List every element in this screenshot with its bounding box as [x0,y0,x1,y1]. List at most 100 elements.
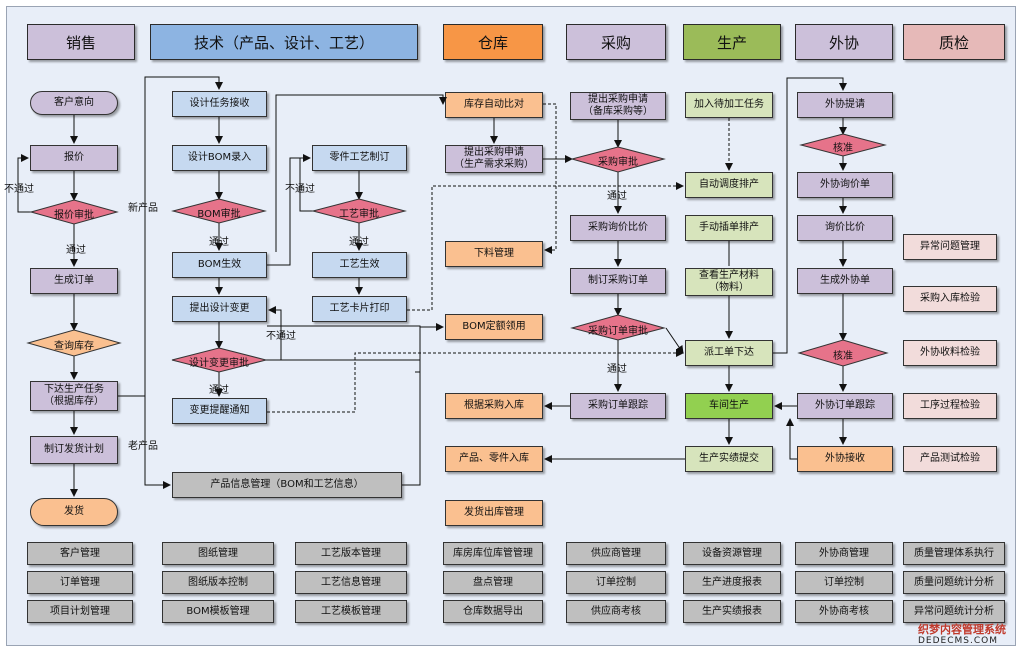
node-os-tracking: 外协订单跟踪 [797,393,893,419]
label-change-approval: 设计变更审批 [189,358,249,369]
module-tech-b-2: 工艺信息管理 [295,571,407,594]
module-quality-2: 质量问题统计分析 [903,571,1005,594]
diamond-bom-approval [171,198,267,224]
module-quality-1: 质量管理体系执行 [903,542,1005,565]
node-issue-production: 下达生产任务 （根据库存） [30,381,118,411]
edge-label-pass-quote: 通过 [66,245,86,256]
module-production-1: 设备资源管理 [683,542,781,565]
module-outsource-3: 外协商考核 [795,600,893,623]
node-exception: 异常问题管理 [903,234,997,260]
node-change-notice: 变更提醒通知 [172,398,267,424]
hexagon-check-inventory [26,329,122,357]
label-process-approval: 工艺审批 [339,209,379,220]
module-warehouse-2: 盘点管理 [443,571,543,594]
edge-bom-to-stock [275,94,447,252]
module-outsource-1: 外协商管理 [795,542,893,565]
lane-header-outsource: 外协 [795,24,893,60]
edge-notice-dispatch [267,349,684,413]
lane-header-tech: 技术（产品、设计、工艺） [150,24,418,60]
node-customer-intent: 客户意向 [30,91,118,115]
label-os-approve-1: 核准 [833,143,853,154]
edge-process-reject [299,158,316,212]
node-os-request: 外协提请 [797,92,893,118]
edge-po-dispatch [665,327,684,354]
edge-bom-quota-link [267,325,421,373]
module-tech-a-2: 图纸版本控制 [162,571,274,594]
module-outsource-2: 订单控制 [795,571,893,594]
node-design-task: 设计任务接收 [172,91,267,117]
edge-receive-workshop [786,418,797,460]
node-part-process: 零件工艺制订 [312,145,407,171]
label-bom-approval: BOM审批 [197,209,241,220]
node-delivery-plan: 制订发货计划 [30,436,118,464]
node-generate-order: 生成订单 [30,268,118,294]
edge-quote-reject [17,154,34,213]
label-quote-approval: 报价审批 [54,210,94,221]
edge-label-reject-process: 不通过 [285,184,315,195]
label-pr-approval: 采购审批 [598,157,638,168]
edge-label-pass-po: 通过 [607,364,627,375]
edge-label-reject-quote: 不通过 [4,184,34,195]
edge-old-product [144,396,171,489]
lane-header-purchase: 采购 [566,24,666,60]
lane-header-sales: 销售 [27,24,135,60]
module-purchase-1: 供应商管理 [566,542,666,565]
diamond-os-approve-1 [799,133,887,157]
edge-card-schedule [407,182,684,311]
node-pr-demand-line1: 提出采购申请 [464,147,524,158]
label-check-inventory: 查询库存 [54,341,94,352]
diamond-process-approval [311,198,407,224]
module-tech-b-1: 工艺版本管理 [295,542,407,565]
node-auto-schedule: 自动调度排产 [685,172,773,198]
node-design-bom: 设计BOM录入 [172,145,267,171]
node-pr-demand-line2: （生产需求采购） [454,159,534,170]
module-quality-3: 异常问题统计分析 [903,600,1005,623]
node-quote: 报价 [30,145,118,171]
node-make-po: 制订采购订单 [570,268,666,294]
node-check-material: 查看生产材料 （物料） [685,268,773,296]
module-production-3: 生产实绩报表 [683,600,781,623]
node-po-tracking: 采购订单跟踪 [570,393,666,419]
node-os-make-order: 生成外协单 [797,268,893,294]
module-sales-1: 客户管理 [27,542,133,565]
node-purchase-inspect: 采购入库检验 [903,286,997,312]
edge-label-pass-change: 通过 [209,385,229,396]
edge-to-product-info [267,359,421,486]
node-purchase-in: 根据采购入库 [445,393,543,419]
lane-header-production: 生产 [683,24,781,60]
diamond-os-approve-2 [797,339,889,367]
lane-header-quality: 质检 [903,24,1005,60]
edge-label-reject-change: 不通过 [266,331,296,342]
module-sales-2: 订单管理 [27,571,133,594]
node-issue-production-line1: 下达生产任务 [44,384,104,395]
watermark-text: 织梦内容管理系统 [918,623,1006,636]
node-pr-spare-line2: （备库采购等） [583,106,653,117]
node-os-compare: 询价比价 [797,215,893,241]
module-tech-a-1: 图纸管理 [162,542,274,565]
edge-label-pass-process: 通过 [349,237,369,248]
node-issue-production-line2: （根据库存） [44,396,104,407]
module-purchase-2: 订单控制 [566,571,666,594]
label-po-approval: 采购订单审批 [588,326,648,337]
node-stock-compare: 库存自动比对 [445,92,543,118]
node-process-card: 工艺卡片打印 [312,296,407,322]
node-bom-quota: BOM定额领用 [445,314,543,340]
label-os-approve-2: 核准 [833,351,853,362]
node-product-test: 产品测试检验 [903,446,997,472]
lane-header-warehouse: 仓库 [443,24,543,60]
node-ship-out: 发货出库管理 [445,500,543,526]
watermark-url: DEDECMS.COM [918,636,998,646]
node-check-material-line2: （物料） [709,282,749,293]
module-purchase-3: 供应商考核 [566,600,666,623]
node-report: 生产实绩提交 [685,446,773,472]
edge-label-old-product: 老产品 [128,441,158,452]
node-pr-spare: 提出采购申请 （备库采购等） [570,92,666,120]
module-tech-a-3: BOM模板管理 [162,600,274,623]
module-sales-3: 项目计划管理 [27,600,133,623]
node-os-receive: 外协接收 [797,446,893,472]
node-os-inquiry-sheet: 外协询价单 [797,172,893,198]
edge-new-product [118,76,223,397]
module-tech-b-3: 工艺模板管理 [295,600,407,623]
